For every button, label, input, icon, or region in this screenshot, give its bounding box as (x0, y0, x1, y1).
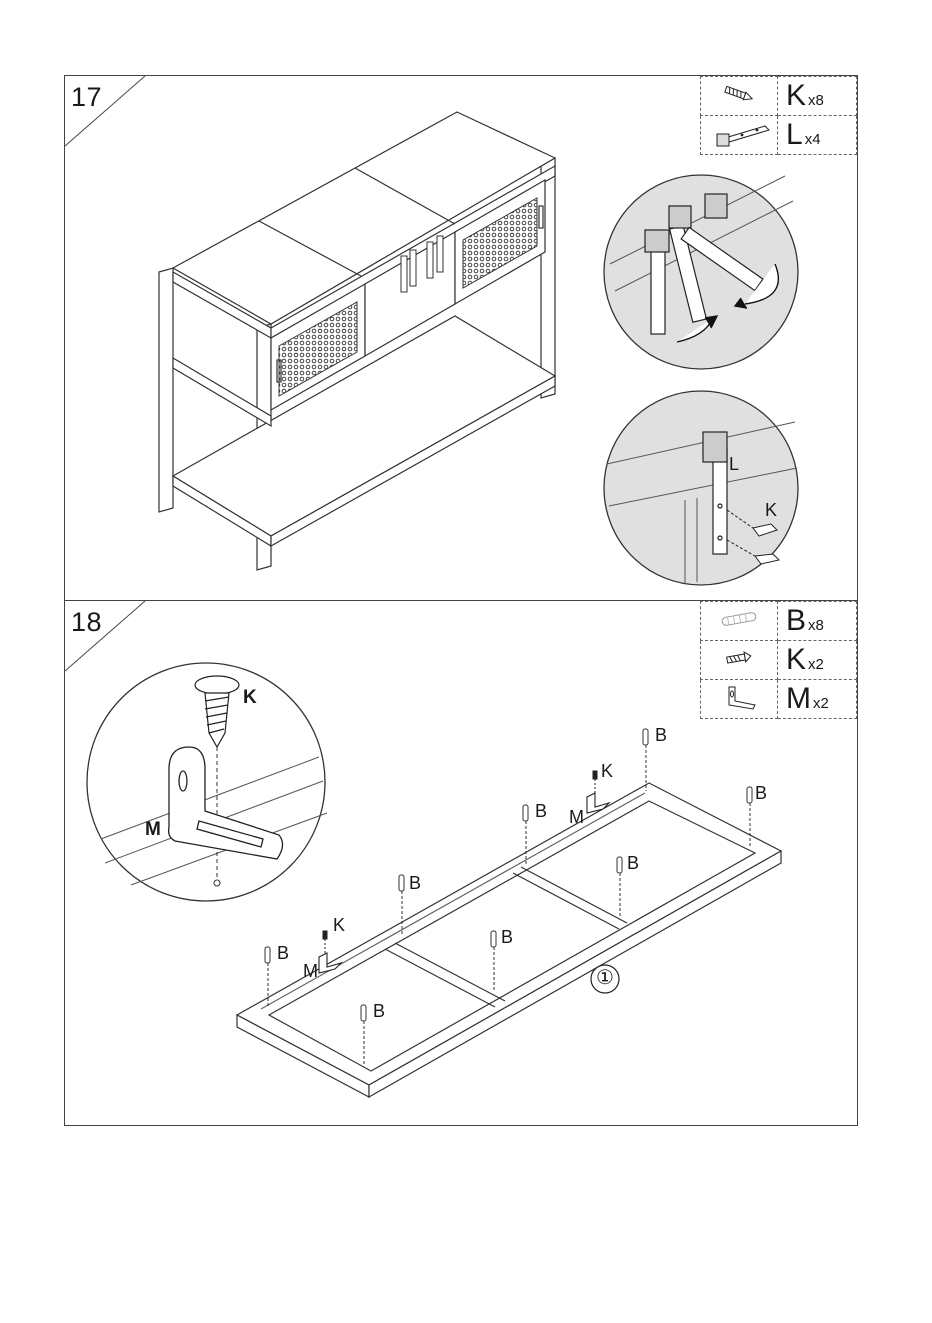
bracket-label: M (569, 807, 584, 828)
callout-screw-label: K (765, 500, 777, 521)
dowel-label: B (755, 783, 767, 804)
callout-bracket-label: L (729, 454, 739, 475)
dowel-label: B (373, 1001, 385, 1022)
detail-circle-screw (65, 76, 859, 602)
bracket-label: M (303, 961, 318, 982)
dowel-label: B (409, 873, 421, 894)
screw-label: K (333, 915, 345, 936)
dowel-label: B (627, 853, 639, 874)
dowel-label: B (501, 927, 513, 948)
panel-number-label: ① (596, 965, 614, 990)
dowel-label: B (655, 725, 667, 746)
dowel-label: B (535, 801, 547, 822)
frame-panel-illustration (65, 601, 859, 1127)
dowel-label: B (277, 943, 289, 964)
screw-label: K (601, 761, 613, 782)
